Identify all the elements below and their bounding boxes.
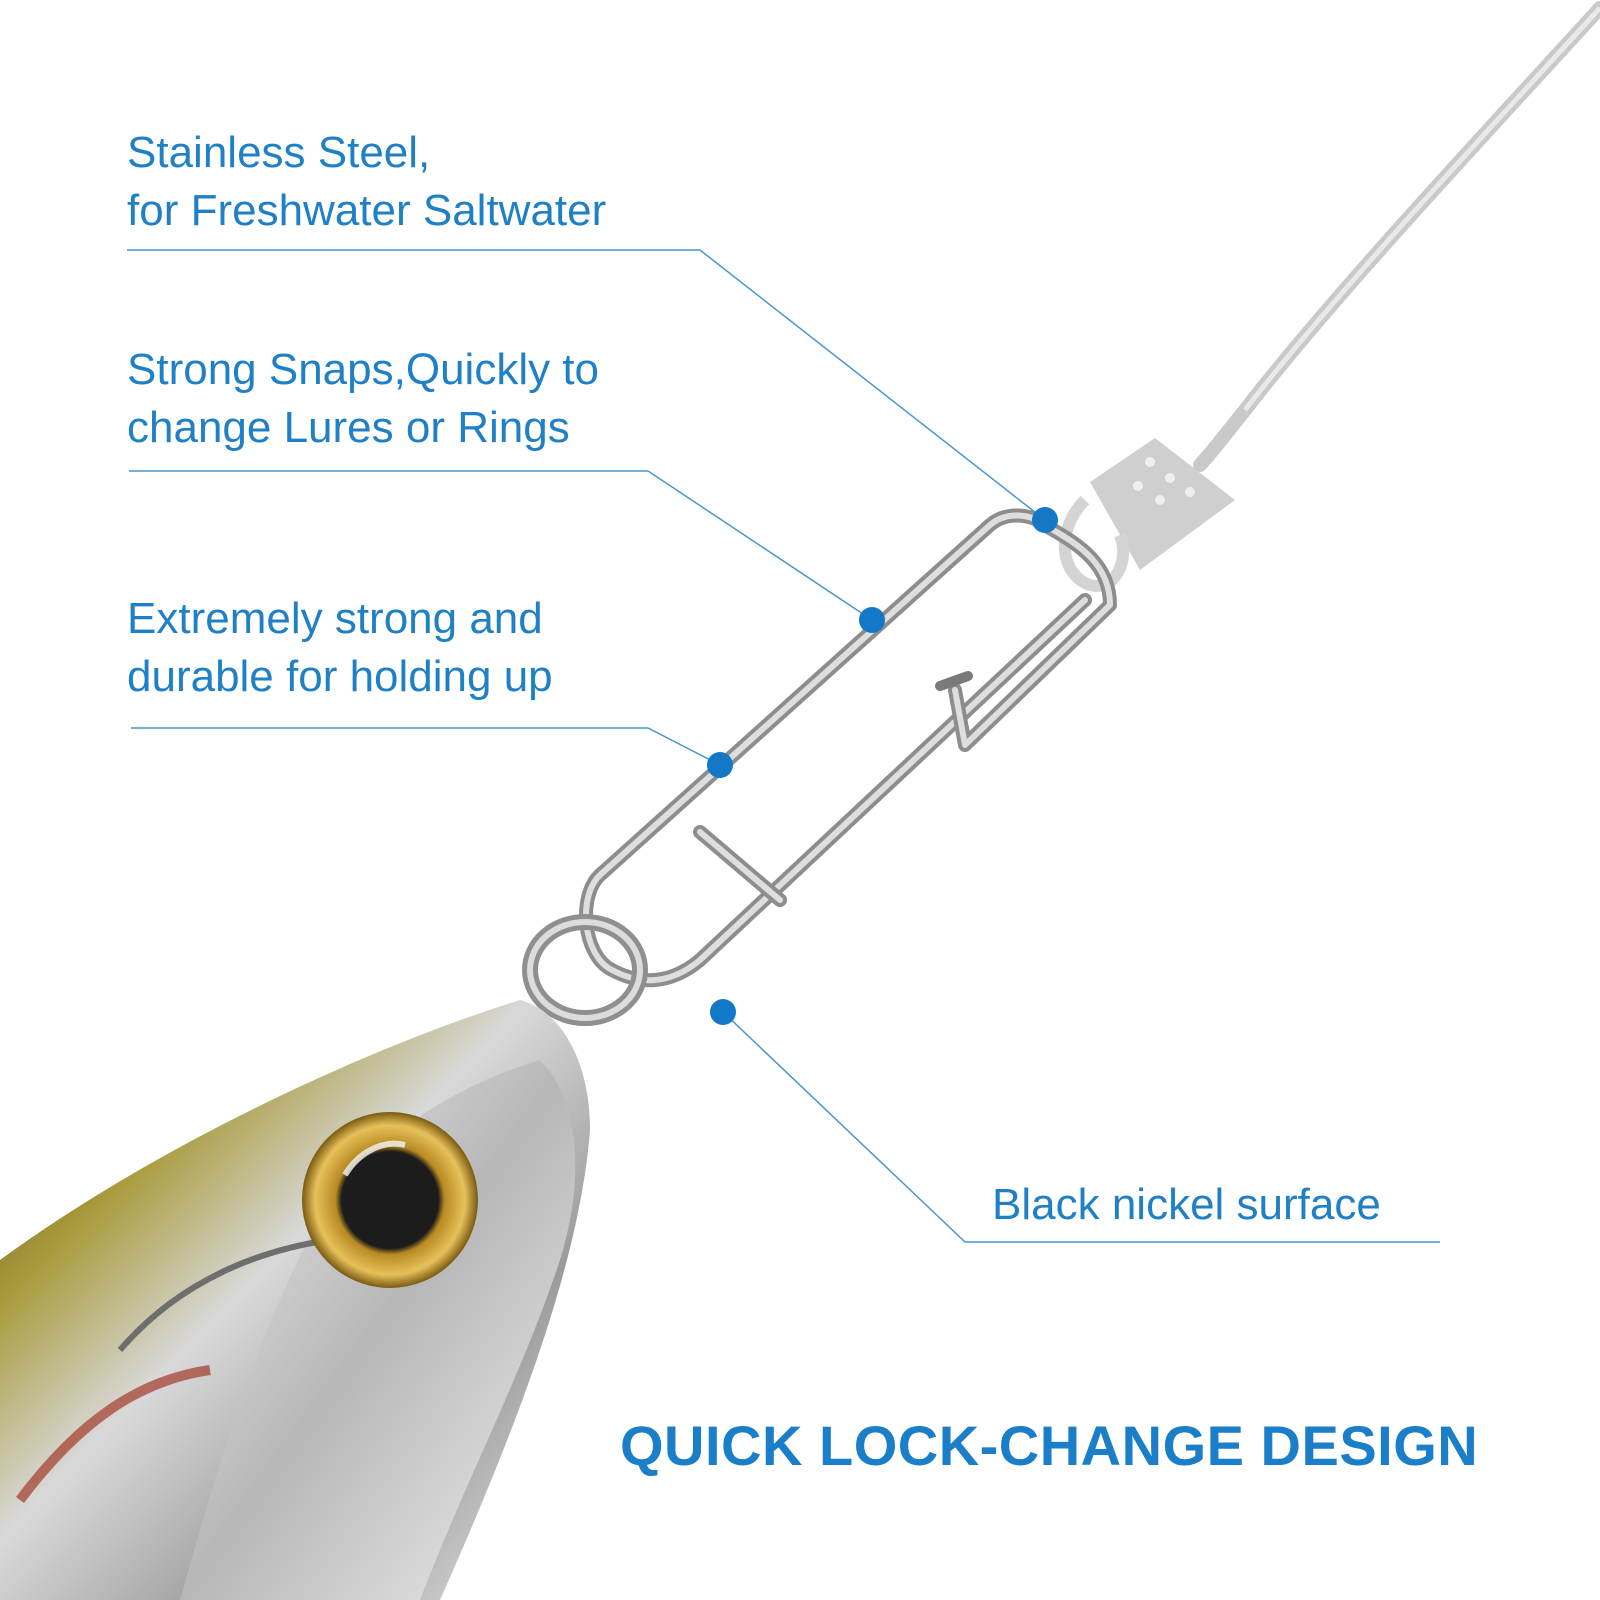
callout-dot-4 (710, 999, 736, 1025)
callout-extremely-strong: Extremely strong and durable for holding… (127, 594, 553, 701)
callout-dots (707, 507, 1058, 1025)
callout-dot-3 (707, 752, 733, 778)
callout-dot-2 (859, 607, 885, 633)
callout-stainless-steel: Stainless Steel, for Freshwater Saltwate… (127, 128, 607, 235)
leader-line-3 (131, 727, 721, 766)
callout-leaders (127, 249, 1440, 1243)
snap-clip (579, 508, 1117, 988)
callout-black-nickel: Black nickel surface (992, 1180, 1381, 1229)
fishing-lure (0, 1000, 590, 1600)
callout-strong-snaps: Strong Snaps,Quickly to change Lures or … (127, 345, 600, 452)
leader-line-4 (722, 1011, 1440, 1243)
lure-eye (302, 1112, 478, 1288)
leader-line-1 (127, 249, 1046, 521)
callout-dot-1 (1032, 507, 1058, 533)
headline: QUICK LOCK-CHANGE DESIGN (620, 1414, 1479, 1477)
leader-line-2 (129, 470, 873, 621)
